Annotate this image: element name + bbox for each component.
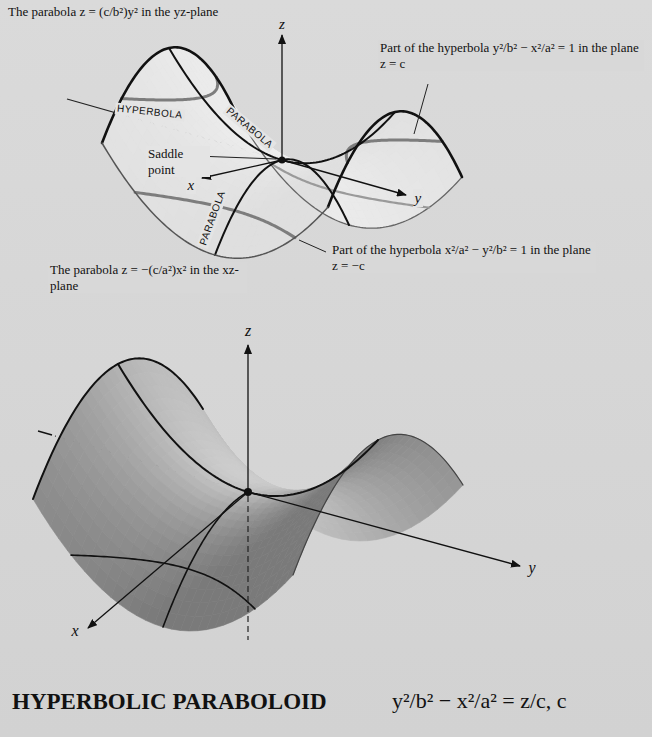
axis-line [282, 160, 406, 195]
axis-label: z [279, 15, 285, 33]
axis-label: y [529, 558, 536, 577]
callout-text: The parabola z = −(c/a²)x² in the xz-pla… [48, 262, 247, 293]
hyperbola-curve [122, 77, 218, 100]
curve-label: HYPERBOLA [115, 102, 186, 121]
callout-text: Saddle point [146, 146, 210, 177]
parabola-curve [163, 492, 248, 627]
surface-edge [293, 434, 463, 575]
leader-line [414, 84, 428, 134]
surface-patch [296, 534, 310, 556]
callout-text: Part of the hyperbola y²/b² − x²/a² = 1 … [378, 40, 644, 71]
axis-line [248, 492, 520, 566]
axis-line [38, 431, 52, 435]
saddle-dot [244, 488, 252, 496]
saddle-dot [279, 157, 286, 164]
figure-title: HYPERBOLIC PARABOLOID [12, 688, 327, 716]
parabola-curve [328, 111, 462, 207]
axis-line [247, 496, 248, 640]
hyperbola-curve [71, 555, 255, 609]
surface-edge [236, 113, 462, 228]
parabola-curve [33, 358, 203, 499]
surface-patch [290, 547, 304, 570]
equation-label: y²/b² − x²/a² = z/c, c [392, 688, 567, 714]
bottom-figure [33, 345, 520, 640]
axis-line [281, 35, 282, 160]
surface-patch [276, 569, 290, 592]
axis-label: z [245, 321, 251, 340]
axis-label: y [413, 189, 424, 207]
surface-patch [284, 560, 298, 584]
curve-label: PARABOLA [196, 187, 228, 249]
parabola-curve [102, 47, 236, 143]
axis-label: x [72, 621, 79, 640]
axis-line [202, 160, 282, 178]
axis-line [247, 345, 248, 492]
callout-text: Part of the hyperbola x²/a² − y²/b² = 1 … [330, 242, 596, 273]
axis-label: x [186, 176, 197, 194]
curve-label: PARABOLA [222, 104, 277, 153]
leader-line [299, 240, 326, 252]
surface-edge [102, 143, 328, 258]
callout-text: The parabola z = (c/b²)y² in the yz-plan… [8, 4, 218, 20]
axis-line [88, 492, 248, 628]
hyperbola-curve [269, 162, 429, 207]
